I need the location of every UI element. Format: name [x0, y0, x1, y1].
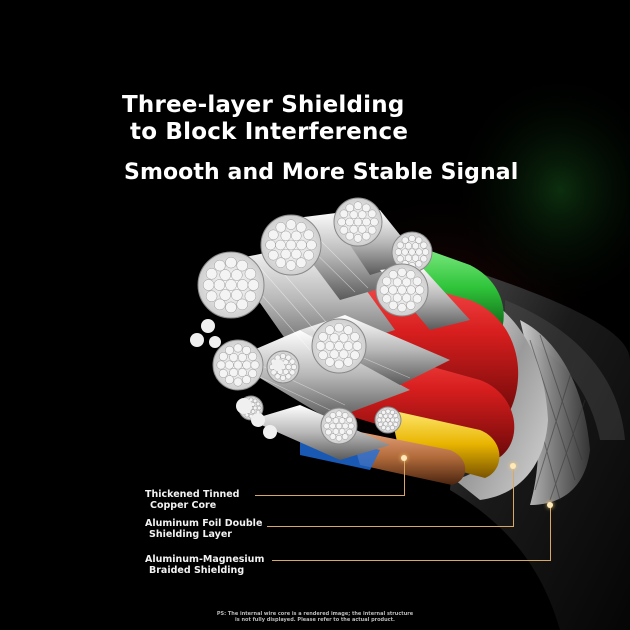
callout-foil-shielding-line2: Shielding Layer — [149, 529, 232, 540]
leader-line-braid-v — [550, 507, 551, 561]
callout-braided-shielding: Aluminum-Magnesium Braided Shielding — [145, 554, 264, 576]
callout-copper-core-line2: Copper Core — [150, 500, 217, 511]
disclaimer-line1: PS: The internal wire core is a rendered… — [216, 611, 414, 617]
leader-dot-core — [401, 455, 407, 461]
callout-copper-core-line1: Thickened Tinned — [145, 489, 240, 500]
leader-line-foil-v — [513, 468, 514, 527]
leader-dot-foil — [510, 463, 516, 469]
leader-line-core-v — [404, 460, 405, 496]
headline-subtitle: Smooth and More Stable Signal — [124, 160, 519, 185]
leader-line-foil-h — [267, 526, 514, 527]
headline-line-2: to Block Interference — [130, 119, 409, 145]
leader-dot-braid — [547, 502, 553, 508]
disclaimer-note: PS: The internal wire core is a rendered… — [190, 611, 440, 623]
leader-line-core-h — [255, 495, 405, 496]
callout-braided-shielding-line1: Aluminum-Magnesium — [145, 554, 265, 565]
callout-foil-shielding-line1: Aluminum Foil Double — [145, 518, 263, 529]
callout-braided-shielding-line2: Braided Shielding — [149, 565, 245, 576]
callout-copper-core: Thickened Tinned Copper Core — [145, 489, 239, 511]
headline-line-1: Three-layer Shielding — [122, 92, 405, 118]
leader-line-braid-h — [272, 560, 551, 561]
disclaimer-line2: is not fully displayed. Please refer to … — [235, 617, 395, 623]
callout-foil-shielding: Aluminum Foil Double Shielding Layer — [145, 518, 262, 540]
